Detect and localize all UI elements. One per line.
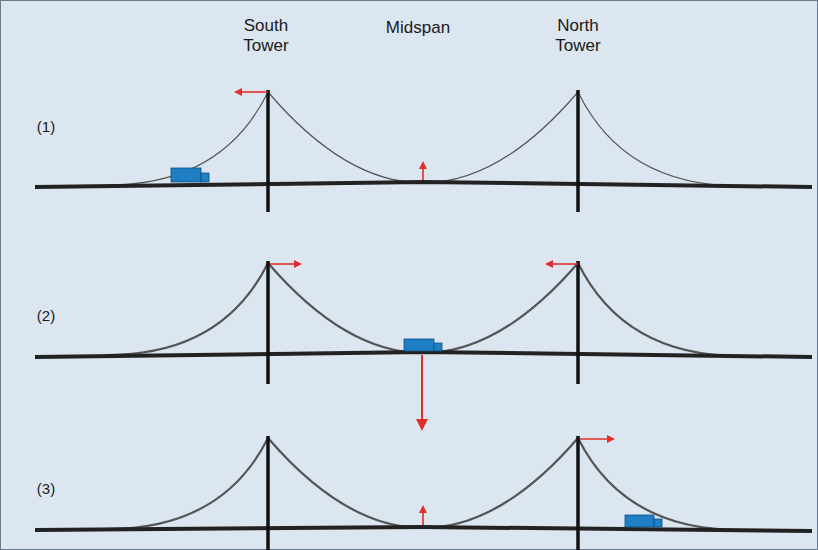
panel-number: (1): [26, 118, 66, 136]
tower-heading: North Tower: [538, 16, 618, 57]
span-heading: Midspan: [363, 18, 473, 38]
bridge-panel: [35, 436, 812, 550]
panel-number: (2): [26, 307, 66, 325]
bridge-panel: [35, 261, 812, 428]
bridge-panel: [35, 90, 812, 212]
tower-heading: South Tower: [226, 16, 306, 57]
panel-number: (3): [26, 480, 66, 498]
